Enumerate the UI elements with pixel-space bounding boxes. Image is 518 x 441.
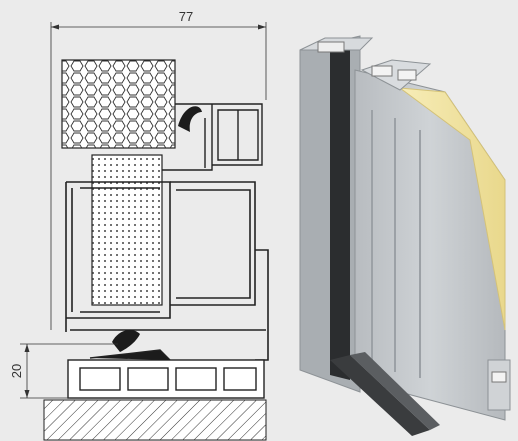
door-profile-3d-render (299, 35, 511, 436)
height-dimension-label: 20 (9, 364, 24, 378)
height-dimension: 20 (9, 343, 118, 399)
threshold-rail (330, 355, 430, 436)
foam-core (398, 87, 506, 331)
leaf-frame-profile (65, 181, 269, 361)
cross-section-drawing: 77 (9, 9, 269, 441)
top-gasket (178, 106, 202, 132)
frame-dark-channel (330, 44, 350, 380)
width-dimension: 77 (50, 9, 267, 330)
leaf-bottom-cap (487, 359, 511, 411)
leaf-grooves (371, 110, 421, 378)
width-dimension-label: 77 (179, 9, 193, 24)
upper-frame-profile (150, 103, 263, 171)
threshold-profile (67, 349, 265, 399)
bottom-gasket (112, 329, 140, 352)
